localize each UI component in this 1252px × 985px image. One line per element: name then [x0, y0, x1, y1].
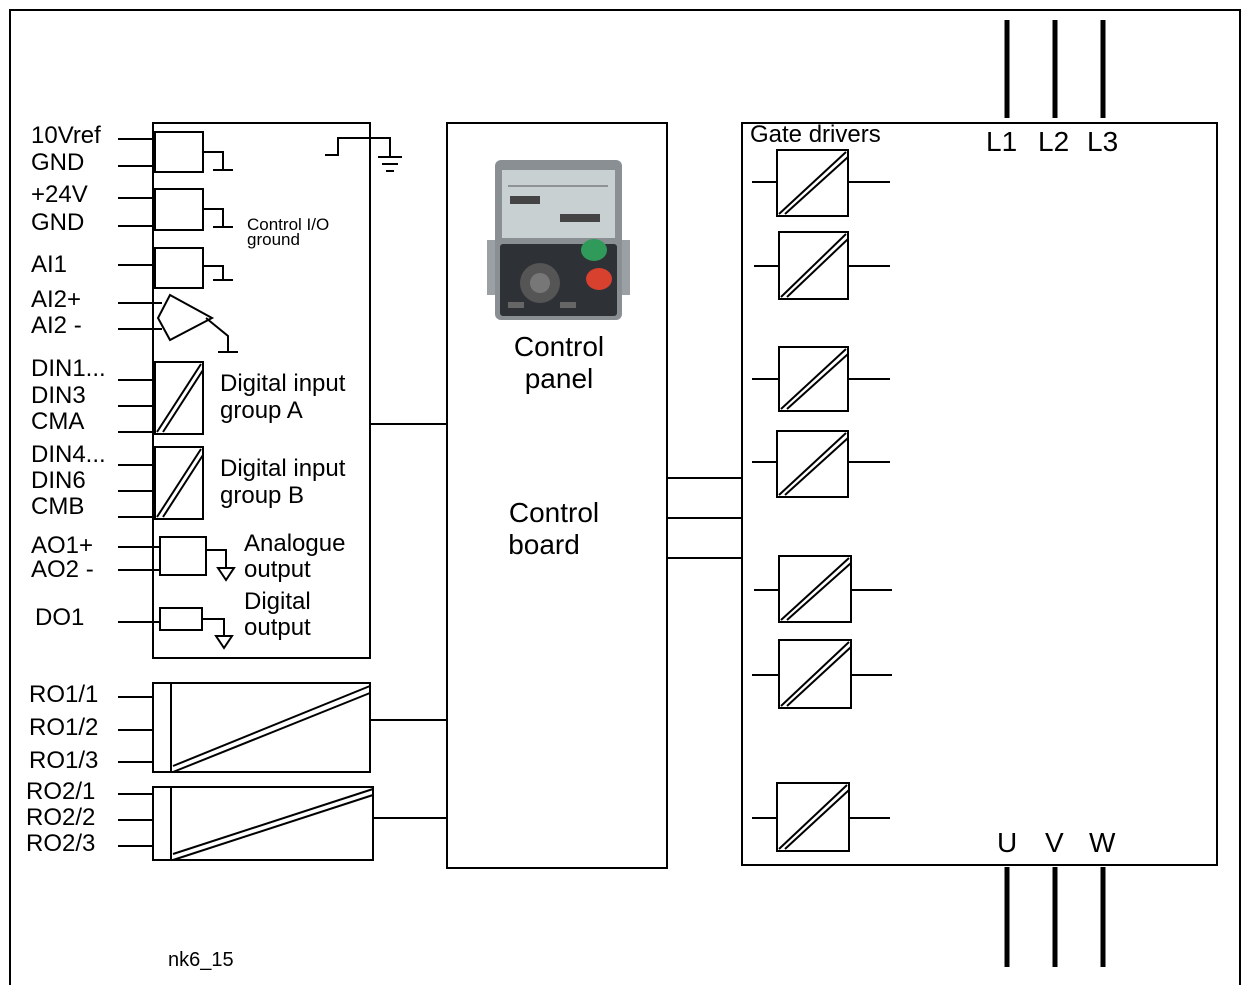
ground-icon	[203, 265, 233, 281]
control-board	[446, 122, 668, 869]
ground-icon	[205, 317, 238, 353]
analogue-output-block	[159, 536, 207, 576]
digital-output-block	[159, 607, 203, 631]
terminal-ai2-plus: AI2+	[31, 286, 81, 313]
ground-icon	[203, 208, 233, 228]
terminal-10vref: 10Vref	[31, 122, 101, 149]
terminal-ro2-2: RO2/2	[26, 804, 95, 831]
relay-ro1	[152, 682, 371, 773]
ground-icon	[202, 618, 234, 650]
ref-block	[154, 131, 204, 173]
digital-group-a-label-1: Digital input	[220, 370, 346, 397]
ai1-block	[154, 247, 204, 289]
terminal-24v: +24V	[31, 181, 88, 208]
gate-driver-1	[752, 149, 890, 217]
terminal-ai2-minus: AI2 -	[31, 312, 82, 339]
control-board-label-2: board	[508, 529, 580, 560]
digital-group-b-isolator	[154, 446, 204, 520]
figure-id: nk6_15	[168, 949, 234, 971]
ground-icon	[206, 549, 236, 582]
terminal-ao1-plus: AO1+	[31, 532, 93, 559]
control-panel-label-1: Control	[514, 331, 604, 362]
phase-l3-label: L3	[1087, 126, 1118, 157]
relay-ro2	[152, 786, 374, 861]
terminal-do1: DO1	[35, 604, 84, 631]
terminal-ro1-3: RO1/3	[29, 747, 98, 774]
terminal-ro1-1: RO1/1	[29, 681, 98, 708]
ai2-amplifier-icon	[156, 293, 215, 342]
terminal-gnd-1: GND	[31, 149, 84, 176]
control-panel-icon	[487, 160, 630, 320]
digital-output-label-1: Digital	[244, 588, 311, 615]
terminal-ao2-minus: AO2 -	[31, 556, 94, 583]
motor-u-label: U	[997, 827, 1017, 858]
terminal-din1: DIN1...	[31, 355, 106, 382]
gate-drivers-label: Gate drivers	[750, 121, 881, 148]
terminal-gnd-2: GND	[31, 209, 84, 236]
power-unit	[741, 122, 1218, 866]
gate-driver-2	[754, 231, 890, 300]
control-panel-label-2: panel	[525, 363, 594, 394]
digital-group-a-label-2: group A	[220, 397, 303, 424]
terminal-ro2-1: RO2/1	[26, 778, 95, 805]
io-board	[152, 122, 371, 659]
motor-v-label: V	[1045, 827, 1064, 858]
terminal-cmb: CMB	[31, 493, 84, 520]
analogue-output-label-1: Analogue	[244, 530, 345, 557]
terminal-din4: DIN4...	[31, 441, 106, 468]
digital-output-label-2: output	[244, 614, 311, 641]
ground-icon	[203, 151, 233, 171]
digital-group-b-label-1: Digital input	[220, 455, 346, 482]
gate-driver-6	[752, 639, 892, 709]
analogue-output-label-2: output	[244, 556, 311, 583]
terminal-din6: DIN6	[31, 467, 86, 494]
phase-l2-label: L2	[1038, 126, 1069, 157]
control-io-ground-label-1: Control I/O	[247, 215, 329, 234]
supply-block	[154, 188, 204, 231]
digital-group-b-label-2: group B	[220, 482, 304, 509]
terminal-ai1: AI1	[31, 251, 67, 278]
figure-frame	[9, 9, 1241, 985]
gate-driver-3	[752, 346, 890, 412]
terminal-din3: DIN3	[31, 382, 86, 409]
digital-group-a-isolator	[154, 361, 204, 435]
motor-w-label: W	[1089, 827, 1116, 858]
terminal-ro1-2: RO1/2	[29, 714, 98, 741]
phase-l1-label: L1	[986, 126, 1017, 157]
control-board-label-1: Control	[509, 497, 599, 528]
gate-driver-4	[752, 430, 890, 498]
gate-driver-5	[754, 555, 892, 623]
terminal-cma: CMA	[31, 408, 84, 435]
main-ground-icon	[325, 137, 402, 172]
gate-driver-7	[752, 782, 890, 852]
control-io-ground-label-2: ground	[247, 230, 300, 249]
terminal-ro2-3: RO2/3	[26, 830, 95, 857]
